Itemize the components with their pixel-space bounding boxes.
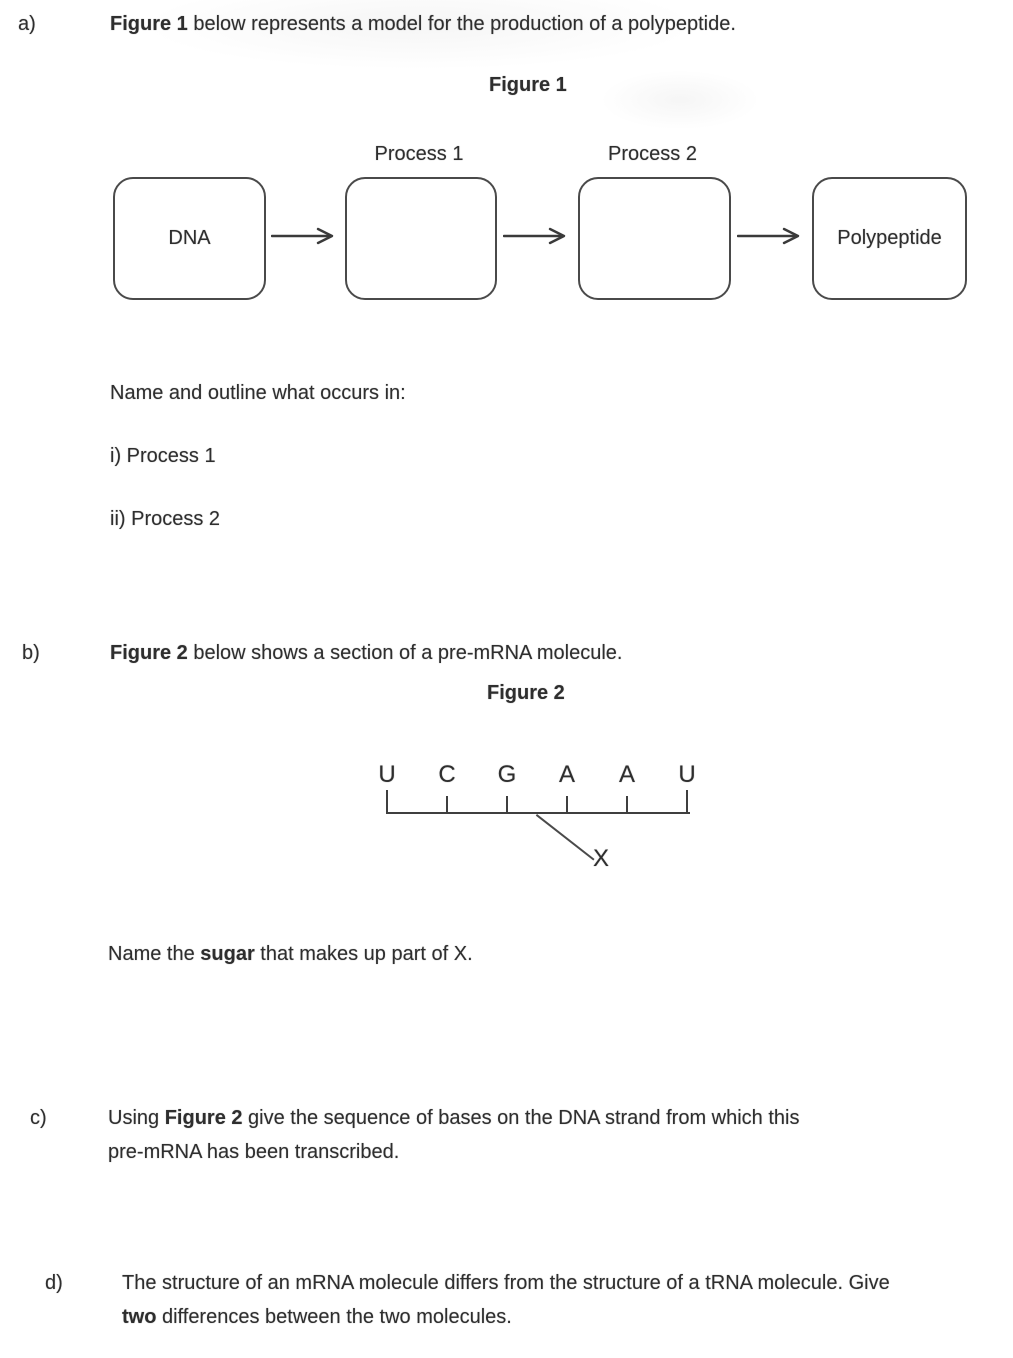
- figure1-box-polypeptide: Polypeptide: [812, 177, 967, 300]
- process2-label: Process 2: [608, 143, 697, 165]
- section-d-line2-rest: differences between the two molecules.: [156, 1306, 512, 1328]
- section-b-figure-ref: Figure 2: [110, 642, 188, 664]
- section-c-line1-post: give the sequence of bases on the DNA st…: [242, 1107, 800, 1129]
- section-a-intro: Figure 1 below represents a model for th…: [110, 12, 736, 36]
- section-b-question-post: that makes up part of X.: [254, 943, 473, 965]
- figure1-box-dna-label: DNA: [168, 227, 211, 249]
- figure2-title: Figure 2: [487, 682, 565, 704]
- figure2-x-label: X: [593, 845, 610, 872]
- figure2-tick: [686, 790, 688, 814]
- section-b-question-bold: sugar: [200, 943, 255, 965]
- figure2-tick: [386, 790, 388, 814]
- section-c-label: c): [30, 1107, 47, 1129]
- figure2-backbone-line: [386, 812, 690, 814]
- figure2-base-u1: U: [378, 761, 396, 788]
- section-a-figure-ref: Figure 1: [110, 13, 188, 35]
- figure1-box-process2-blank: [578, 177, 731, 300]
- figure1-box-dna: DNA: [113, 177, 266, 300]
- section-d-line1: The structure of an mRNA molecule differ…: [122, 1272, 890, 1294]
- arrow-right-icon: [737, 227, 800, 245]
- section-c-line1-pre: Using: [108, 1107, 165, 1129]
- process1-label: Process 1: [374, 143, 464, 165]
- section-b-intro: Figure 2 below shows a section of a pre-…: [110, 641, 622, 665]
- section-b-label: b): [22, 642, 40, 664]
- section-a-prompt: Name and outline what occurs in:: [110, 382, 406, 404]
- figure2-base-c: C: [438, 761, 456, 788]
- figure2-tick: [626, 796, 628, 814]
- figure2-tick: [446, 796, 448, 814]
- figure2-diagram: U C G A A U X: [377, 762, 697, 882]
- section-b-question: Name the sugar that makes up part of X.: [108, 942, 473, 966]
- section-b-intro-text: below shows a section of a pre-mRNA mole…: [187, 642, 623, 664]
- section-d-two-bold: two: [122, 1306, 157, 1328]
- section-c-line1: Using Figure 2 give the sequence of base…: [108, 1106, 799, 1130]
- figure2-tick: [566, 796, 568, 814]
- section-b-question-pre: Name the: [108, 943, 201, 965]
- arrow-right-icon: [503, 227, 566, 245]
- figure2-pointer-line: [535, 814, 595, 861]
- section-d-line2: two differences between the two molecule…: [122, 1305, 512, 1329]
- section-d-label: d): [45, 1272, 63, 1294]
- scan-smudge: [600, 70, 760, 130]
- figure1-box-process1-blank: [345, 177, 497, 300]
- figure1-box-polypeptide-label: Polypeptide: [837, 227, 942, 249]
- figure2-base-u2: U: [678, 761, 696, 788]
- section-a-item-process1: i) Process 1: [110, 445, 216, 467]
- section-a-item-process2: ii) Process 2: [110, 508, 221, 530]
- section-c-line2: pre-mRNA has been transcribed.: [108, 1141, 400, 1163]
- figure2-tick: [506, 796, 508, 814]
- figure1-title: Figure 1: [489, 74, 567, 96]
- figure2-base-a2: A: [618, 761, 635, 788]
- section-a-intro-text: below represents a model for the product…: [187, 13, 736, 35]
- arrow-right-icon: [271, 227, 334, 245]
- section-c-figure-ref: Figure 2: [164, 1107, 243, 1129]
- figure2-base-g: G: [497, 761, 517, 788]
- section-a-label: a): [18, 13, 36, 35]
- figure2-base-a1: A: [558, 761, 575, 788]
